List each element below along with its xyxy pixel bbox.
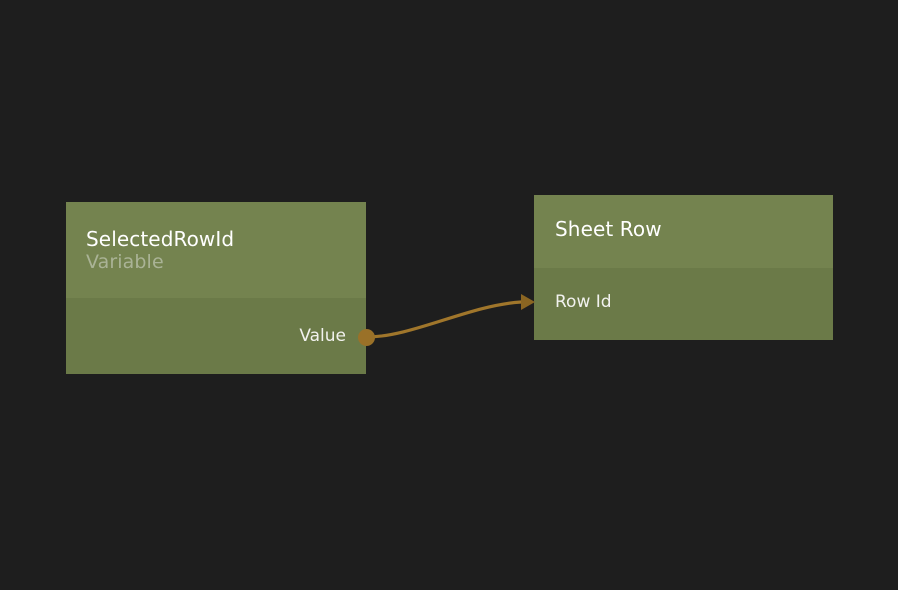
node-title: Sheet Row: [555, 217, 662, 241]
node-selected-row-id[interactable]: SelectedRowId Variable Value: [66, 202, 375, 374]
input-port-row-row-id[interactable]: Row Id: [555, 292, 612, 312]
input-port-arrow-icon-row-id[interactable]: [521, 290, 535, 314]
node-header-sheet-row[interactable]: Sheet Row: [534, 195, 833, 268]
output-port-dot-value[interactable]: [358, 329, 375, 346]
node-header-selected-row-id[interactable]: SelectedRowId Variable: [66, 202, 366, 298]
connection-value-to-row-id[interactable]: [365, 300, 523, 339]
input-port-label-row-id: Row Id: [555, 292, 612, 312]
node-sheet-row[interactable]: Sheet Row Row Id: [521, 195, 833, 340]
node-body-selected-row-id: Value: [66, 298, 366, 374]
output-port-label-value: Value: [299, 326, 346, 346]
output-port-row-value[interactable]: Value: [299, 326, 346, 346]
node-subtitle: Variable: [86, 251, 164, 273]
node-title: SelectedRowId: [86, 227, 235, 251]
node-body-sheet-row: Row Id: [534, 268, 833, 340]
